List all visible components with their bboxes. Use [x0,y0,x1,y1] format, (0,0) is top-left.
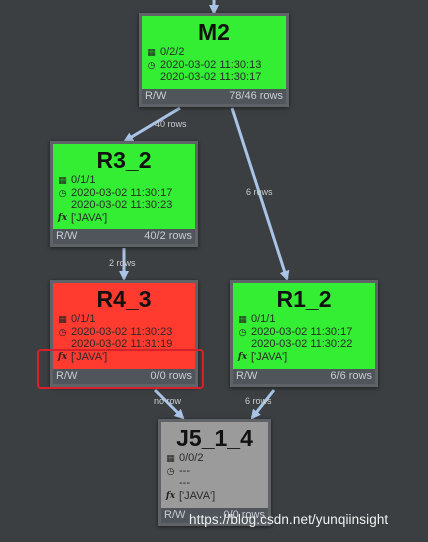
node-time-end: 2020-03-02 11:30:23 [71,199,173,211]
node-time-start: ◷--- [166,464,190,477]
node-function: fx['JAVA'] [57,211,108,224]
fx-icon: fx [237,351,248,362]
edge-m2-r3_2 [123,106,181,143]
node-title: J5_1_4 [176,425,253,451]
fx-icon: fx [57,351,68,362]
node-m2[interactable]: M2 ▦0/2/2 ◷2020-03-02 11:30:13 2020-03-0… [139,13,289,107]
node-time-start: ◷2020-03-02 11:30:17 [238,325,353,338]
clock-icon: ◷ [58,187,67,198]
node-time-end: 2020-03-02 11:30:17 [160,71,262,83]
edge-m2-r1_2 [230,107,290,281]
node-counts: ▦0/0/2 [166,452,204,464]
edge-label-r4_3-j5_1_4: no row [154,396,182,406]
edge-label-m2-r1_2: 6 rows [246,187,273,197]
fx-icon: fx [165,490,176,501]
clock-icon: ◷ [58,326,67,337]
node-time-start: ◷2020-03-02 11:30:13 [147,58,262,71]
fx-icon: fx [57,212,68,223]
grid-icon: ▦ [166,453,175,463]
node-title: R4_3 [96,286,152,312]
node-title: R1_2 [276,286,332,312]
node-counts: ▦0/1/1 [238,313,276,325]
edge-label-m2-r3_2: 40 rows [155,119,187,129]
node-title: R3_2 [96,147,152,173]
clock-icon: ◷ [147,59,156,70]
edge-label-r3_2-r4_3: 2 rows [109,258,136,268]
edge-label-r1_2-j5_1_4: 6 rows [245,396,272,406]
error-highlight-box [37,349,204,389]
node-counts: ▦0/1/1 [58,174,96,186]
node-time-end: 2020-03-02 11:30:22 [251,338,353,350]
node-r3_2[interactable]: R3_2 ▦0/1/1 ◷2020-03-02 11:30:17 2020-03… [50,141,198,247]
node-function: fx['JAVA'] [165,489,216,502]
node-function: fx['JAVA'] [237,350,288,363]
clock-icon: ◷ [166,465,175,476]
node-time-start: ◷2020-03-02 11:30:17 [58,186,173,199]
node-function: fx['JAVA'] [57,350,108,363]
grid-icon: ▦ [58,175,67,185]
node-time-start: ◷2020-03-02 11:30:23 [58,325,173,338]
node-r4_3[interactable]: R4_3 ▦0/1/1 ◷2020-03-02 11:30:23 2020-03… [50,280,198,387]
grid-icon: ▦ [147,47,156,57]
node-time-end: 2020-03-02 11:31:19 [71,338,173,350]
grid-icon: ▦ [238,314,247,324]
edge-r4_3-j5_1_4 [153,388,185,420]
node-counts: ▦0/2/2 [147,46,185,58]
node-counts: ▦0/1/1 [58,313,96,325]
node-time-end: --- [179,477,190,489]
node-r1_2[interactable]: R1_2 ▦0/1/1 ◷2020-03-02 11:30:17 2020-03… [230,280,378,387]
edge-r1_2-j5_1_4 [250,389,276,420]
clock-icon: ◷ [238,326,247,337]
grid-icon: ▦ [58,314,67,324]
node-title: M2 [198,19,230,45]
watermark-text: https://blog.csdn.net/yunqiinsight [189,512,389,527]
